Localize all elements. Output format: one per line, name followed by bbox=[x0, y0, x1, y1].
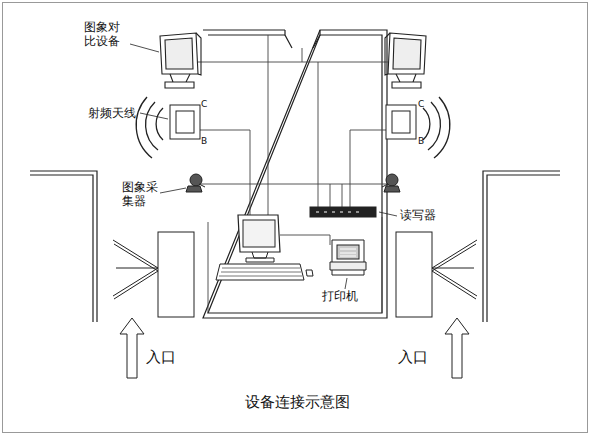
antenna-mark: C bbox=[201, 99, 207, 110]
leader-line bbox=[130, 44, 397, 289]
camera bbox=[382, 174, 400, 192]
rf-antenna bbox=[386, 97, 450, 158]
entrance-label: 入口 bbox=[146, 348, 176, 366]
entrance-label: 入口 bbox=[398, 348, 428, 366]
device-label: 图象采集器 bbox=[122, 180, 160, 209]
antenna-mark: C bbox=[418, 99, 424, 110]
frame bbox=[3, 3, 588, 433]
printer bbox=[330, 240, 366, 275]
rf-antenna bbox=[136, 97, 200, 158]
turnstile bbox=[113, 232, 194, 317]
monitor bbox=[385, 33, 426, 88]
monitor bbox=[160, 33, 201, 88]
entrance-arrow bbox=[120, 318, 469, 378]
reader bbox=[310, 207, 376, 217]
device-label: 图象对比设备 bbox=[84, 20, 122, 49]
outer-wall bbox=[30, 171, 560, 322]
turnstile bbox=[396, 232, 477, 317]
device-label: 读写器 bbox=[400, 208, 436, 222]
booth-wall bbox=[203, 30, 387, 318]
camera bbox=[186, 174, 205, 192]
antenna-mark: B bbox=[201, 136, 207, 147]
device-label: 打印机 bbox=[322, 289, 358, 303]
wiring bbox=[198, 35, 388, 313]
caption: 设备连接示意图 bbox=[245, 393, 350, 411]
device-label: 射频天线 bbox=[88, 106, 136, 120]
antenna-mark: B bbox=[418, 136, 424, 147]
computer bbox=[216, 215, 313, 280]
